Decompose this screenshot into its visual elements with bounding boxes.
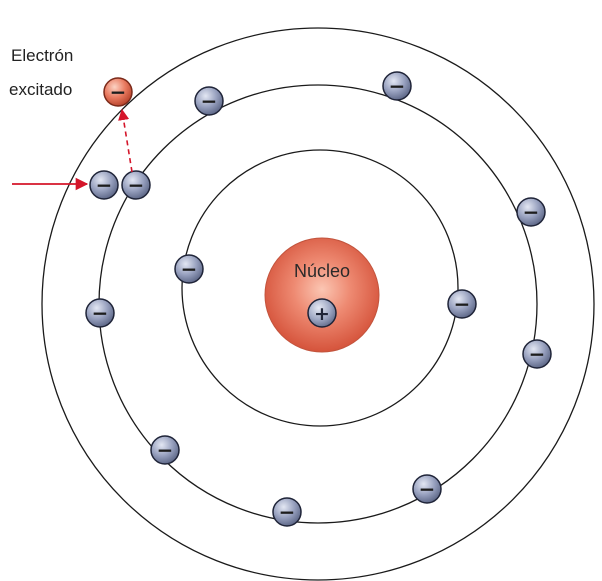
- nucleus: Núcleo +: [264, 237, 380, 353]
- proton-sign: +: [314, 303, 330, 325]
- electron-middle-7: −: [412, 474, 442, 504]
- excited-electron: −: [103, 77, 133, 107]
- nucleus-label: Núcleo: [294, 261, 350, 281]
- electrons-group: −−−−−−−−−−−−: [85, 71, 552, 527]
- electron-inner-2: −: [447, 289, 477, 319]
- electron-sign: −: [96, 173, 113, 197]
- electron-middle-9: −: [150, 435, 180, 465]
- electron-sign: −: [389, 74, 406, 98]
- electron-sign: −: [279, 500, 296, 524]
- electron-middle-11: −: [121, 170, 151, 200]
- electron-sign: −: [419, 477, 436, 501]
- electron-middle-4: −: [382, 71, 412, 101]
- excitation-arrow: [118, 108, 133, 173]
- electron-sign: −: [181, 257, 198, 281]
- electron-middle-6: −: [522, 339, 552, 369]
- electron-middle-5: −: [516, 197, 546, 227]
- electron-sign: −: [128, 173, 145, 197]
- electron-middle-10: −: [85, 298, 115, 328]
- electron-sign: −: [92, 301, 109, 325]
- electron-sign: −: [529, 342, 546, 366]
- excited-electron-sign: −: [110, 80, 127, 104]
- electron-middle-3: −: [194, 86, 224, 116]
- electron-sign: −: [454, 292, 471, 316]
- electron-inner-1: −: [174, 254, 204, 284]
- electron-sign: −: [201, 89, 218, 113]
- electron-sign: −: [157, 438, 174, 462]
- proton: +: [307, 298, 337, 328]
- excited-label-line1: Electrón: [11, 46, 73, 65]
- excited-label-line2: excitado: [9, 80, 72, 99]
- outer-orbit: [41, 27, 595, 581]
- electron-middle-8: −: [272, 497, 302, 527]
- nucleus-body: [264, 237, 380, 353]
- inner-orbit: [181, 149, 459, 427]
- electron-outer-12: −: [89, 170, 119, 200]
- electron-sign: −: [523, 200, 540, 224]
